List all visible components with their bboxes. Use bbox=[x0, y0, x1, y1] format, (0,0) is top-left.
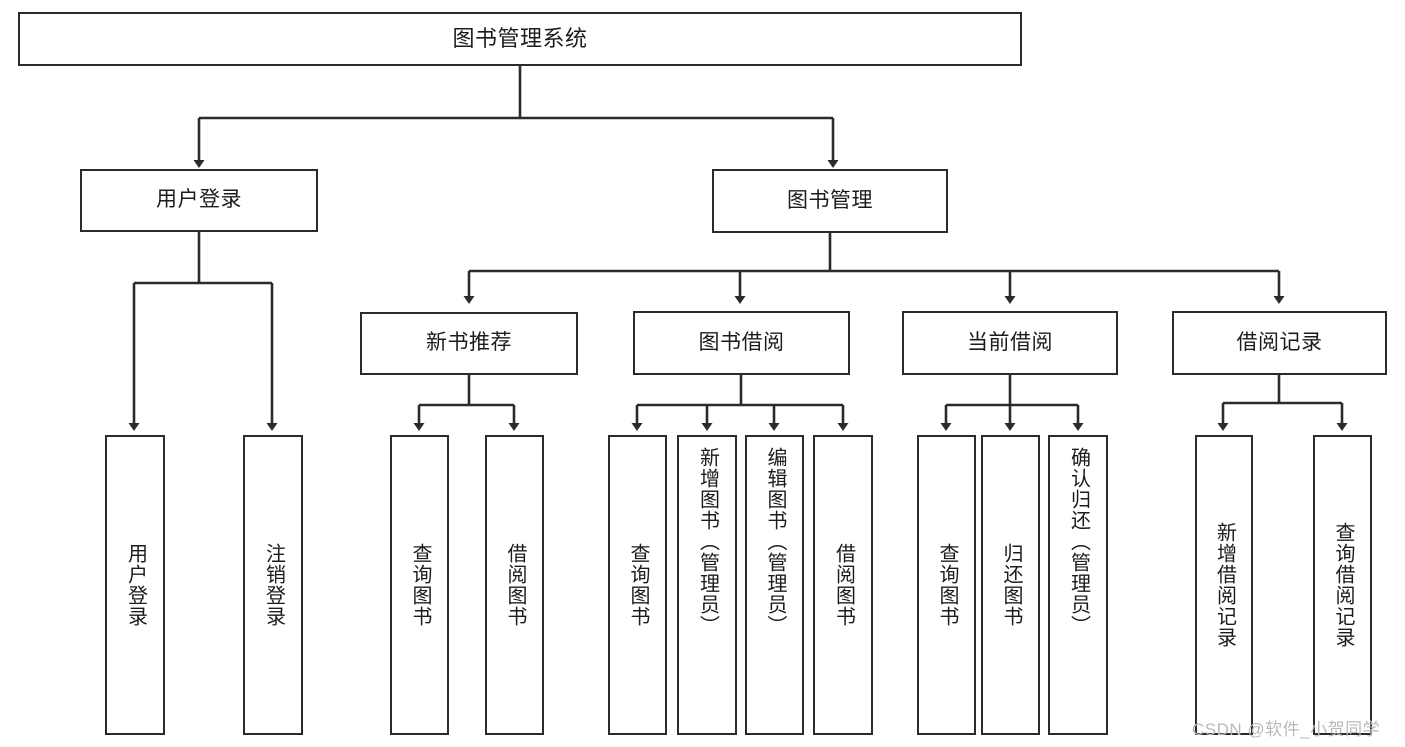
node-label: 查询借阅记录 bbox=[1332, 522, 1354, 648]
leaf-query-books-borrow[interactable]: 查询图书 bbox=[608, 435, 667, 735]
node-label: 图书管理系统 bbox=[452, 26, 588, 52]
csdn-watermark: CSDN @软件_小贺同学 bbox=[1192, 720, 1381, 739]
node-user-login[interactable]: 用户登录 bbox=[80, 169, 318, 232]
node-label: 注销登录 bbox=[262, 543, 285, 627]
node-label: 借阅记录 bbox=[1236, 330, 1323, 354]
leaf-add-book-admin[interactable]: 新增图书（管理员） bbox=[677, 435, 737, 735]
leaf-borrow-books-recommend[interactable]: 借阅图书 bbox=[485, 435, 544, 735]
node-label: 借阅图书 bbox=[504, 543, 526, 627]
leaf-query-borrow-record[interactable]: 查询借阅记录 bbox=[1313, 435, 1372, 735]
node-label: 查询图书 bbox=[936, 543, 958, 627]
node-root-system[interactable]: 图书管理系统 bbox=[18, 12, 1022, 66]
leaf-logout-login[interactable]: 注销登录 bbox=[243, 435, 303, 735]
node-label: 当前借阅 bbox=[967, 330, 1053, 354]
node-label: 新增图书（管理员） bbox=[696, 447, 719, 636]
node-book-management[interactable]: 图书管理 bbox=[712, 169, 948, 233]
node-book-borrow[interactable]: 图书借阅 bbox=[633, 311, 850, 375]
node-label: 编辑图书（管理员） bbox=[764, 447, 786, 636]
leaf-borrow-books-borrow[interactable]: 借阅图书 bbox=[813, 435, 873, 735]
node-label: 图书借阅 bbox=[698, 330, 785, 354]
node-label: 归还图书 bbox=[1000, 543, 1022, 627]
node-label: 用户登录 bbox=[156, 188, 242, 212]
node-label: 确认归还（管理员） bbox=[1067, 447, 1090, 636]
node-label: 查询图书 bbox=[409, 543, 431, 627]
leaf-confirm-return-admin[interactable]: 确认归还（管理员） bbox=[1048, 435, 1108, 735]
node-current-borrow[interactable]: 当前借阅 bbox=[902, 311, 1118, 375]
leaf-user-login[interactable]: 用户登录 bbox=[105, 435, 165, 735]
leaf-query-books-recommend[interactable]: 查询图书 bbox=[390, 435, 449, 735]
node-label: 新增借阅记录 bbox=[1213, 522, 1236, 648]
node-label: 用户登录 bbox=[124, 543, 147, 627]
leaf-add-borrow-record[interactable]: 新增借阅记录 bbox=[1195, 435, 1253, 735]
node-label: 查询图书 bbox=[627, 543, 649, 627]
leaf-return-books[interactable]: 归还图书 bbox=[981, 435, 1040, 735]
node-new-book-recommend[interactable]: 新书推荐 bbox=[360, 312, 578, 375]
node-label: 图书管理 bbox=[787, 188, 873, 212]
node-borrow-record[interactable]: 借阅记录 bbox=[1172, 311, 1387, 375]
node-label: 借阅图书 bbox=[832, 543, 855, 627]
leaf-edit-book-admin[interactable]: 编辑图书（管理员） bbox=[745, 435, 804, 735]
leaf-query-books-current[interactable]: 查询图书 bbox=[917, 435, 976, 735]
node-label: 新书推荐 bbox=[426, 331, 512, 355]
